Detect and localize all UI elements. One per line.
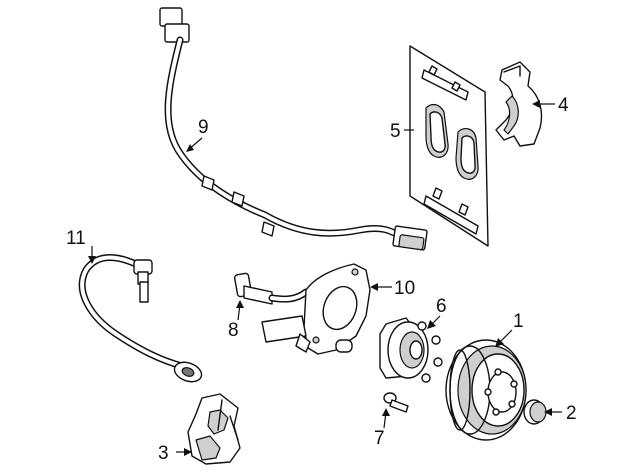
callout-6: 6 — [436, 296, 447, 317]
callout-4: 4 — [558, 95, 569, 116]
brake-pad-kit-part-5 — [409, 45, 489, 247]
backing-plate-part-10 — [261, 263, 371, 355]
callout-labels: 1 2 3 4 5 6 7 8 9 10 11 — [66, 95, 577, 464]
bolt-part-7 — [383, 392, 409, 413]
sensor-part-8 — [233, 272, 310, 305]
hose-part-11 — [78, 254, 203, 383]
leader-lines — [88, 100, 562, 456]
callout-9: 9 — [198, 117, 209, 138]
callout-2: 2 — [566, 403, 577, 424]
caliper-bracket-part-4 — [495, 61, 543, 147]
wiring-harness-part-9 — [159, 7, 428, 251]
caliper-part-3 — [187, 393, 241, 465]
nut-part-2 — [523, 399, 547, 425]
callout-1: 1 — [513, 311, 524, 332]
callout-8: 8 — [228, 320, 239, 341]
callout-7: 7 — [374, 428, 385, 449]
brake-drum-part-1 — [445, 339, 527, 441]
callout-11: 11 — [66, 228, 86, 249]
callout-5: 5 — [390, 121, 401, 142]
callout-3: 3 — [158, 443, 169, 464]
hub-bearing-part-6 — [379, 317, 443, 383]
callout-10: 10 — [394, 278, 415, 299]
